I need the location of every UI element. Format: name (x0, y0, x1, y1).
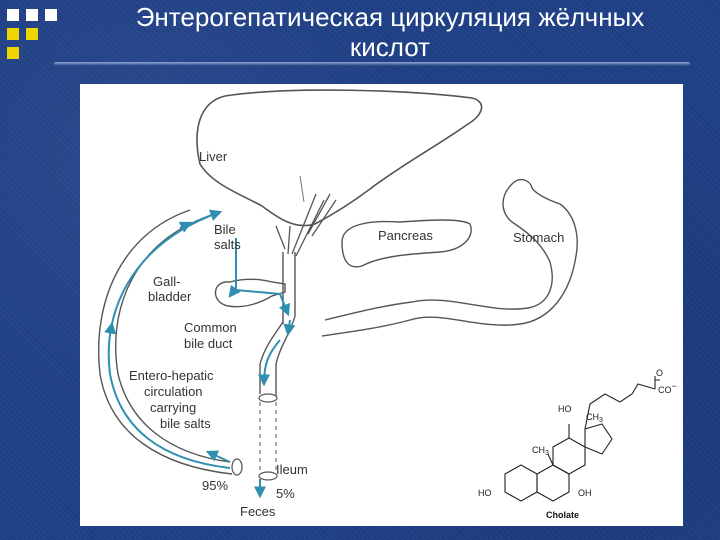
label-liver: Liver (199, 149, 228, 164)
flow-arrows (104, 209, 296, 499)
label-ho-left: HO (478, 488, 492, 498)
label-circulation-4: bile salts (160, 416, 211, 431)
slide-title-line-2: кислот (349, 32, 431, 62)
label-ch3-mid: CH3 (532, 445, 549, 457)
slide-title: Энтерогепатическая циркуляция жёлчных ки… (100, 2, 680, 62)
label-ho-top: HO (558, 404, 572, 414)
hepatic-ducts (275, 193, 337, 257)
label-gallbladder-1: Gall- (153, 274, 180, 289)
label-reabsorbed-pct: 95% (202, 478, 228, 493)
label-feces: Feces (240, 504, 276, 519)
enterohepatic-diagram: Liver Bile salts Gall- bladder Pancreas … (98, 89, 677, 520)
title-underline (54, 62, 690, 66)
label-carboxylate: CO− (658, 381, 677, 395)
label-ch3-top: CH3 (586, 412, 603, 424)
label-oh-right: OH (578, 488, 592, 498)
label-pancreas: Pancreas (378, 228, 433, 243)
slide-title-line-1: Энтерогепатическая циркуляция жёлчных (135, 2, 645, 32)
label-circulation-3: carrying (150, 400, 196, 415)
intestine-tube (259, 315, 296, 396)
label-ileum: Ileum (276, 462, 308, 477)
label-bile-1: Bile (214, 222, 236, 237)
label-stomach: Stomach (513, 230, 564, 245)
label-common-bile-duct-1: Common (184, 320, 237, 335)
pancreas-shape (341, 219, 472, 268)
label-common-bile-duct-2: bile duct (184, 336, 233, 351)
label-o: O (656, 368, 663, 378)
gallbladder-shape (214, 278, 286, 308)
title-bullet-squares (0, 0, 70, 70)
label-circulation-2: circulation (144, 384, 203, 399)
label-bile-2: salts (214, 237, 241, 252)
liver-shape (196, 89, 483, 227)
label-gallbladder-2: bladder (148, 289, 192, 304)
label-cholate: Cholate (546, 510, 579, 520)
label-excreted-pct: 5% (276, 486, 295, 501)
diagram-panel: Liver Bile salts Gall- bladder Pancreas … (80, 84, 683, 526)
label-circulation-1: Entero-hepatic (129, 368, 214, 383)
stomach-shape (321, 178, 578, 337)
cholate-structure (504, 376, 660, 502)
